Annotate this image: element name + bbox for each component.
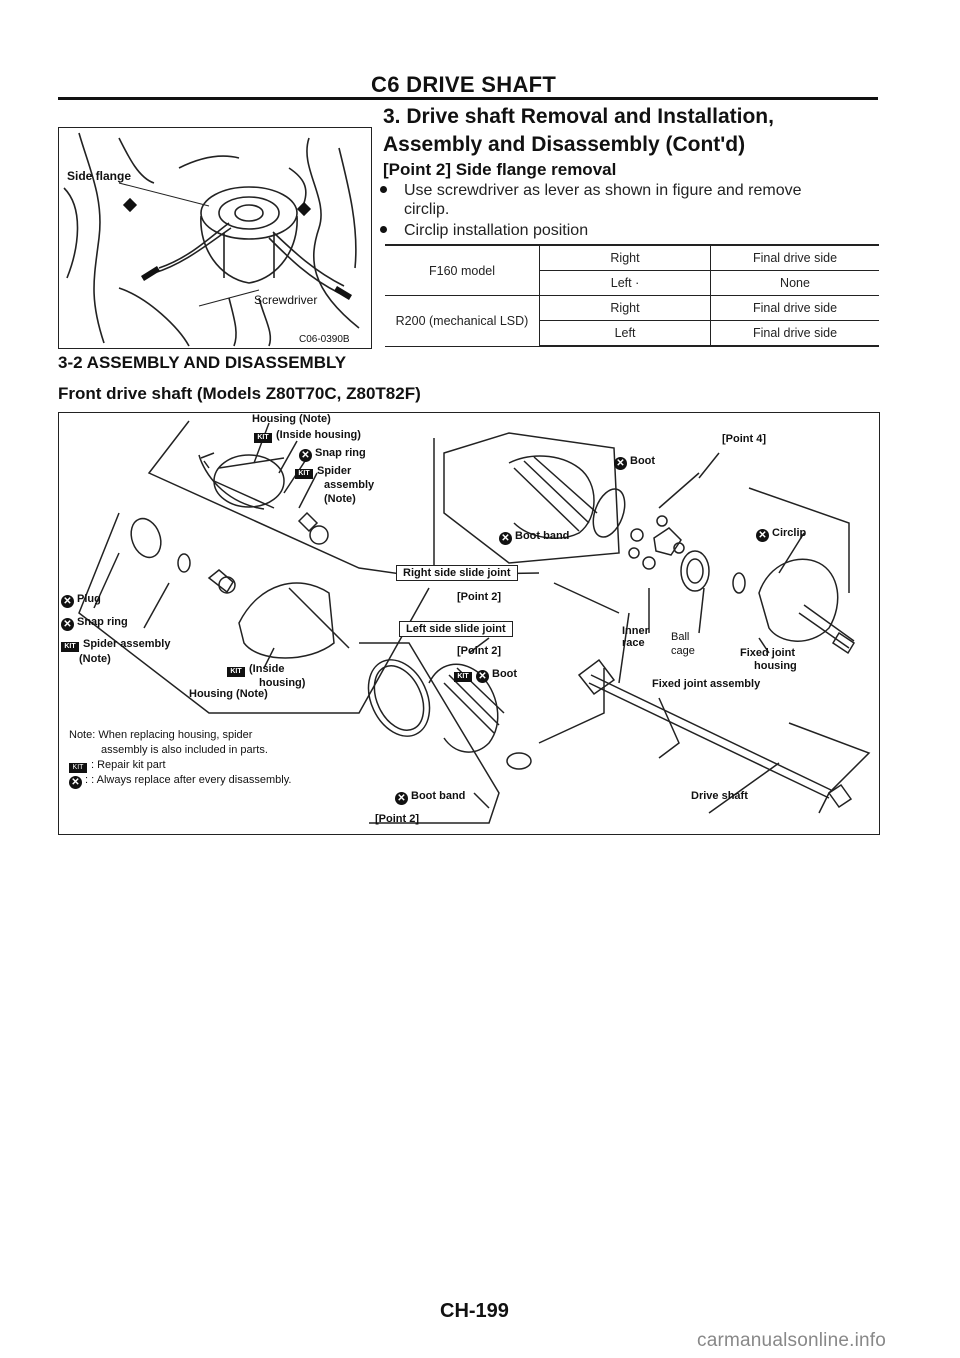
front-drive-shaft-subheading: Front drive shaft (Models Z80T70C, Z80T8… [58, 384, 421, 403]
label-housing-note: Housing (Note) [252, 413, 331, 425]
table-side: Left · [539, 270, 711, 296]
assembly-subheading: 3-2 ASSEMBLY AND DISASSEMBLY [58, 353, 347, 372]
side-flange-illustration: Side flange Screwdriver C06-0390B [63, 132, 360, 347]
label-point2-b: [Point 2] [457, 645, 501, 657]
label-inside-lower: KIT(Inside [227, 663, 284, 677]
bullet2-text: Circlip installation position [404, 222, 589, 239]
screwdriver-label: Screwdriver [254, 293, 317, 307]
table-position: Final drive side [710, 320, 879, 347]
label-note-paren: (Note) [79, 653, 111, 665]
table-position: Final drive side [710, 295, 879, 321]
label-point2-c: [Point 2] [375, 813, 419, 825]
label-snap-ring: ✕Snap ring [61, 616, 128, 631]
figure-code: C06-0390B [299, 334, 350, 345]
label-boot-band-lower: ✕Boot band [395, 790, 465, 805]
side-flange-figure: Side flange Screwdriver C06-0390B [58, 127, 372, 349]
bullet-dot [380, 226, 387, 234]
header-rule [58, 97, 878, 100]
label-housing-lower: housing) [259, 677, 306, 689]
note-line1: Note: When replacing housing, spider [69, 729, 253, 741]
circlip-position-table: F160 model Right Final drive side Left ·… [385, 244, 879, 347]
exploded-view-illustration [78, 420, 871, 824]
label-right-slide-joint: Right side slide joint [396, 565, 518, 581]
label-inner: Inner [622, 625, 649, 637]
replace-icon: ✕ [61, 595, 74, 608]
watermark: carmanualsonline.info [697, 1330, 887, 1351]
replace-icon: ✕ [476, 670, 489, 683]
label-snap-ring-top: ✕Snap ring [299, 447, 366, 462]
label-boot-band-top: ✕Boot band [499, 530, 569, 545]
label-fixed-housing: housing [754, 660, 797, 672]
table-side: Right [539, 295, 711, 321]
label-fixed-joint: Fixed joint [740, 647, 795, 659]
point-heading: [Point 2] Side flange removal [383, 160, 617, 179]
drive-shaft-exploded-figure: Housing (Note) KIT(Inside housing) ✕Snap… [58, 412, 880, 835]
bullet1-text: Use screwdriver as lever as shown in fig… [404, 182, 802, 199]
label-boot-lower: KIT✕Boot [454, 668, 517, 683]
label-inside-housing: KIT(Inside housing) [254, 429, 361, 443]
page-number: CH-199 [440, 1300, 509, 1322]
side-flange-label: Side flange [67, 169, 131, 183]
table-row: Left · None [385, 270, 879, 296]
repair-kit-icon: KIT [61, 642, 79, 652]
table-row: F160 model Right Final drive side [385, 244, 879, 296]
label-plug: ✕Plug [61, 593, 101, 608]
bullet-circlip-position: Circlip installation position [380, 221, 588, 240]
table-side: Right [539, 244, 711, 271]
table-model: F160 model [385, 244, 540, 296]
table-position: Final drive side [710, 244, 879, 271]
label-boot-top: ✕Boot [614, 455, 655, 470]
bullet-screwdriver: Use screwdriver as lever as shown in fig… [380, 181, 880, 219]
replace-icon: ✕ [395, 792, 408, 805]
label-cage: cage [671, 645, 695, 657]
replace-icon: ✕ [499, 532, 512, 545]
replace-icon: ✕ [614, 457, 627, 470]
table-model: R200 (mechanical LSD) [385, 295, 540, 347]
label-ball: Ball [671, 631, 690, 643]
label-fixed-joint-assembly: Fixed joint assembly [652, 678, 761, 690]
label-point2-a: [Point 2] [457, 591, 501, 603]
table-row: R200 (mechanical LSD) Right Final drive … [385, 295, 879, 347]
heading-line1: 3. Drive shaft Removal and Installation, [383, 105, 774, 128]
label-left-slide-joint: Left side slide joint [399, 621, 513, 637]
replace-icon: ✕ [299, 449, 312, 462]
replace-icon: ✕ [756, 529, 769, 542]
repair-kit-icon: KIT [454, 672, 472, 682]
legend-always-replace: ✕: : Always replace after every disassem… [69, 773, 291, 789]
label-race: race [622, 637, 645, 649]
section-title: C6 DRIVE SHAFT [371, 72, 557, 97]
heading-line2: Assembly and Disassembly (Cont'd) [383, 133, 746, 156]
repair-kit-icon: KIT [254, 433, 272, 443]
label-spider-assembly: assembly [324, 479, 375, 491]
label-circlip: ✕Circlip [756, 527, 806, 542]
figure-notes: Note: When replacing housing, spider ass… [69, 728, 291, 789]
label-point4: [Point 4] [722, 433, 766, 445]
replace-icon: ✕ [61, 618, 74, 631]
table-side: Left [539, 320, 711, 347]
replace-icon: ✕ [69, 776, 82, 789]
bullet-dot [380, 186, 387, 194]
note-line2: assembly is also included in parts. [101, 744, 268, 756]
procedure-heading: 3. Drive shaft Removal and Installation,… [383, 103, 878, 159]
legend-repair-kit: KIT: Repair kit part [69, 758, 291, 773]
label-housing-note-lower: Housing (Note) [189, 688, 268, 700]
repair-kit-icon: KIT [69, 763, 87, 773]
repair-kit-icon: KIT [295, 469, 313, 479]
label-drive-shaft: Drive shaft [691, 790, 748, 802]
bullet1-text-cont: circlip. [404, 201, 450, 218]
label-spider-note: (Note) [324, 493, 356, 505]
table-position: None [710, 270, 879, 296]
table-row: Left Final drive side [385, 320, 879, 347]
repair-kit-icon: KIT [227, 667, 245, 677]
